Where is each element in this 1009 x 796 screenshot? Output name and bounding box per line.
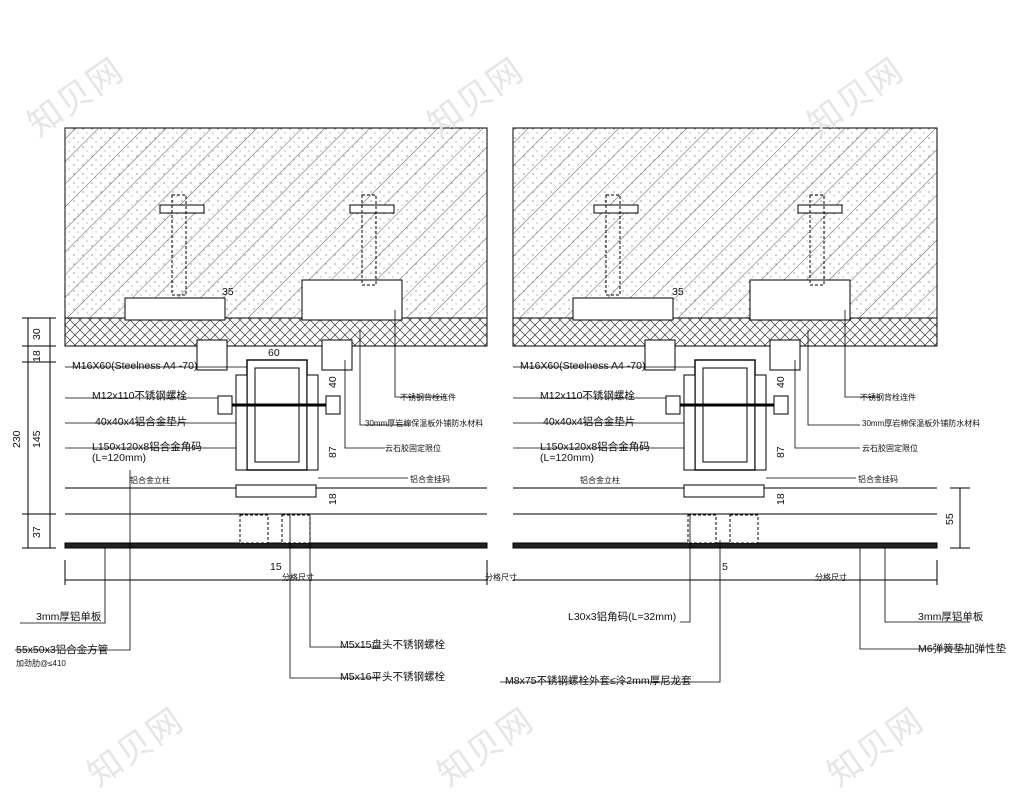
label-column-right: 铝合金立柱 — [580, 476, 620, 485]
label-m16: M16X60(Steelness A4 -70) — [72, 360, 198, 372]
right-aluminum-column — [694, 359, 756, 471]
label-pad-right: 40x40x4铝合金垫片 — [543, 416, 636, 428]
left-embed-plate-1 — [124, 297, 226, 321]
dim-18: 18 — [31, 350, 43, 362]
left-dimension-chain — [22, 317, 56, 549]
label-insul-right: 30mm厚岩棉保温板外铺防水材料 — [862, 419, 981, 428]
dim-5: 5 — [722, 561, 728, 573]
dim-230: 230 — [11, 430, 23, 448]
dim-60: 60 — [268, 347, 280, 359]
left-embed-plate-2 — [301, 279, 403, 321]
label-angle-len-right: (L=120mm) — [540, 452, 594, 464]
label-m16-right: M16X60(Steelness A4 -70) — [520, 360, 646, 372]
dim-35-right: 35 — [672, 286, 684, 298]
right-embed-plate-2 — [749, 279, 851, 321]
dim-87-right: 87 — [775, 446, 787, 458]
label-m12: M12x110不锈钢螺栓 — [92, 390, 187, 402]
label-limit: 云石胶固定限位 — [385, 444, 441, 453]
dim-40: 40 — [327, 376, 339, 388]
dim-87: 87 — [327, 446, 339, 458]
left-anchor-bolt-2 — [349, 194, 395, 286]
dim-35: 35 — [222, 286, 234, 298]
dim-18b: 18 — [327, 493, 339, 505]
label-embed-right: 不锈钢背栓连件 — [860, 393, 916, 402]
right-nut-2 — [769, 339, 801, 371]
left-insulation-layer — [64, 317, 488, 347]
left-detail — [15, 127, 488, 679]
label-embed: 不锈钢背栓连件 — [400, 393, 456, 402]
left-angle-1 — [235, 374, 248, 471]
label-m12-right: M12x110不锈钢螺栓 — [540, 390, 635, 402]
label-tube: 55x50x3铝合金方管 — [16, 644, 109, 656]
left-aluminum-plate — [64, 542, 488, 549]
span-label-left: 分格尺寸 — [282, 573, 314, 582]
right-insulation-layer — [512, 317, 938, 347]
label-angle: L150x120x8铝合金角码 — [92, 441, 202, 453]
left-leader-lines — [15, 310, 445, 679]
label-clip: 铝合金挂码 — [410, 475, 450, 484]
dim-40-right: 40 — [775, 376, 787, 388]
dim-55: 55 — [944, 513, 956, 525]
label-clip-right: 铝合金挂码 — [858, 475, 898, 484]
label-plate3-right: 3mm厚铝单板 — [918, 611, 984, 623]
right-embed-plate-1 — [572, 297, 674, 321]
dim-15: 15 — [270, 561, 282, 573]
label-angle-right: L150x120x8铝合金角码 — [540, 441, 650, 453]
left-nut-1 — [196, 339, 228, 371]
label-l30: L30x3铝角码(L=32mm) — [568, 611, 677, 623]
label-pad: 40x40x4铝合金垫片 — [95, 416, 188, 428]
right-nut-1 — [644, 339, 676, 371]
span-label-mid: 分格尺寸 — [485, 573, 517, 582]
label-m5x15: M5x15盘头不锈钢螺栓 — [340, 639, 446, 651]
right-aluminum-plate — [512, 542, 938, 549]
construction-detail-drawing — [15, 127, 970, 683]
label-m6: M6弹簧垫加弹性垫 — [918, 643, 1007, 655]
label-m5x16: M5x16平头不锈钢螺栓 — [340, 671, 446, 683]
dim-37: 37 — [31, 526, 43, 538]
right-leader-lines — [500, 310, 970, 683]
left-aluminum-column — [246, 359, 308, 471]
right-anchor-bolt-1 — [593, 194, 639, 296]
left-angle-2 — [306, 374, 319, 471]
dim-18b-right: 18 — [775, 493, 787, 505]
left-anchor-bolt-1 — [159, 194, 205, 296]
right-anchor-bolt-2 — [797, 194, 843, 286]
left-nut-2 — [321, 339, 353, 371]
dim-145: 145 — [31, 430, 43, 448]
label-tube-spacing: 加劲肋@≤410 — [16, 659, 66, 668]
label-m8: M8x75不锈钢螺栓外套≤泠2mm厚尼龙套 — [505, 675, 692, 687]
dim-30: 30 — [31, 328, 43, 340]
label-limit-right: 云石胶固定限位 — [862, 444, 918, 453]
label-angle-len: (L=120mm) — [92, 452, 146, 464]
span-label-right: 分格尺寸 — [815, 573, 847, 582]
left-clip — [235, 484, 317, 498]
label-insul: 30mm厚岩棉保温板外铺防水材料 — [365, 419, 484, 428]
right-detail — [500, 127, 970, 683]
label-column: 铝合金立柱 — [130, 476, 170, 485]
label-plate3: 3mm厚铝单板 — [36, 611, 102, 623]
right-clip — [683, 484, 765, 498]
